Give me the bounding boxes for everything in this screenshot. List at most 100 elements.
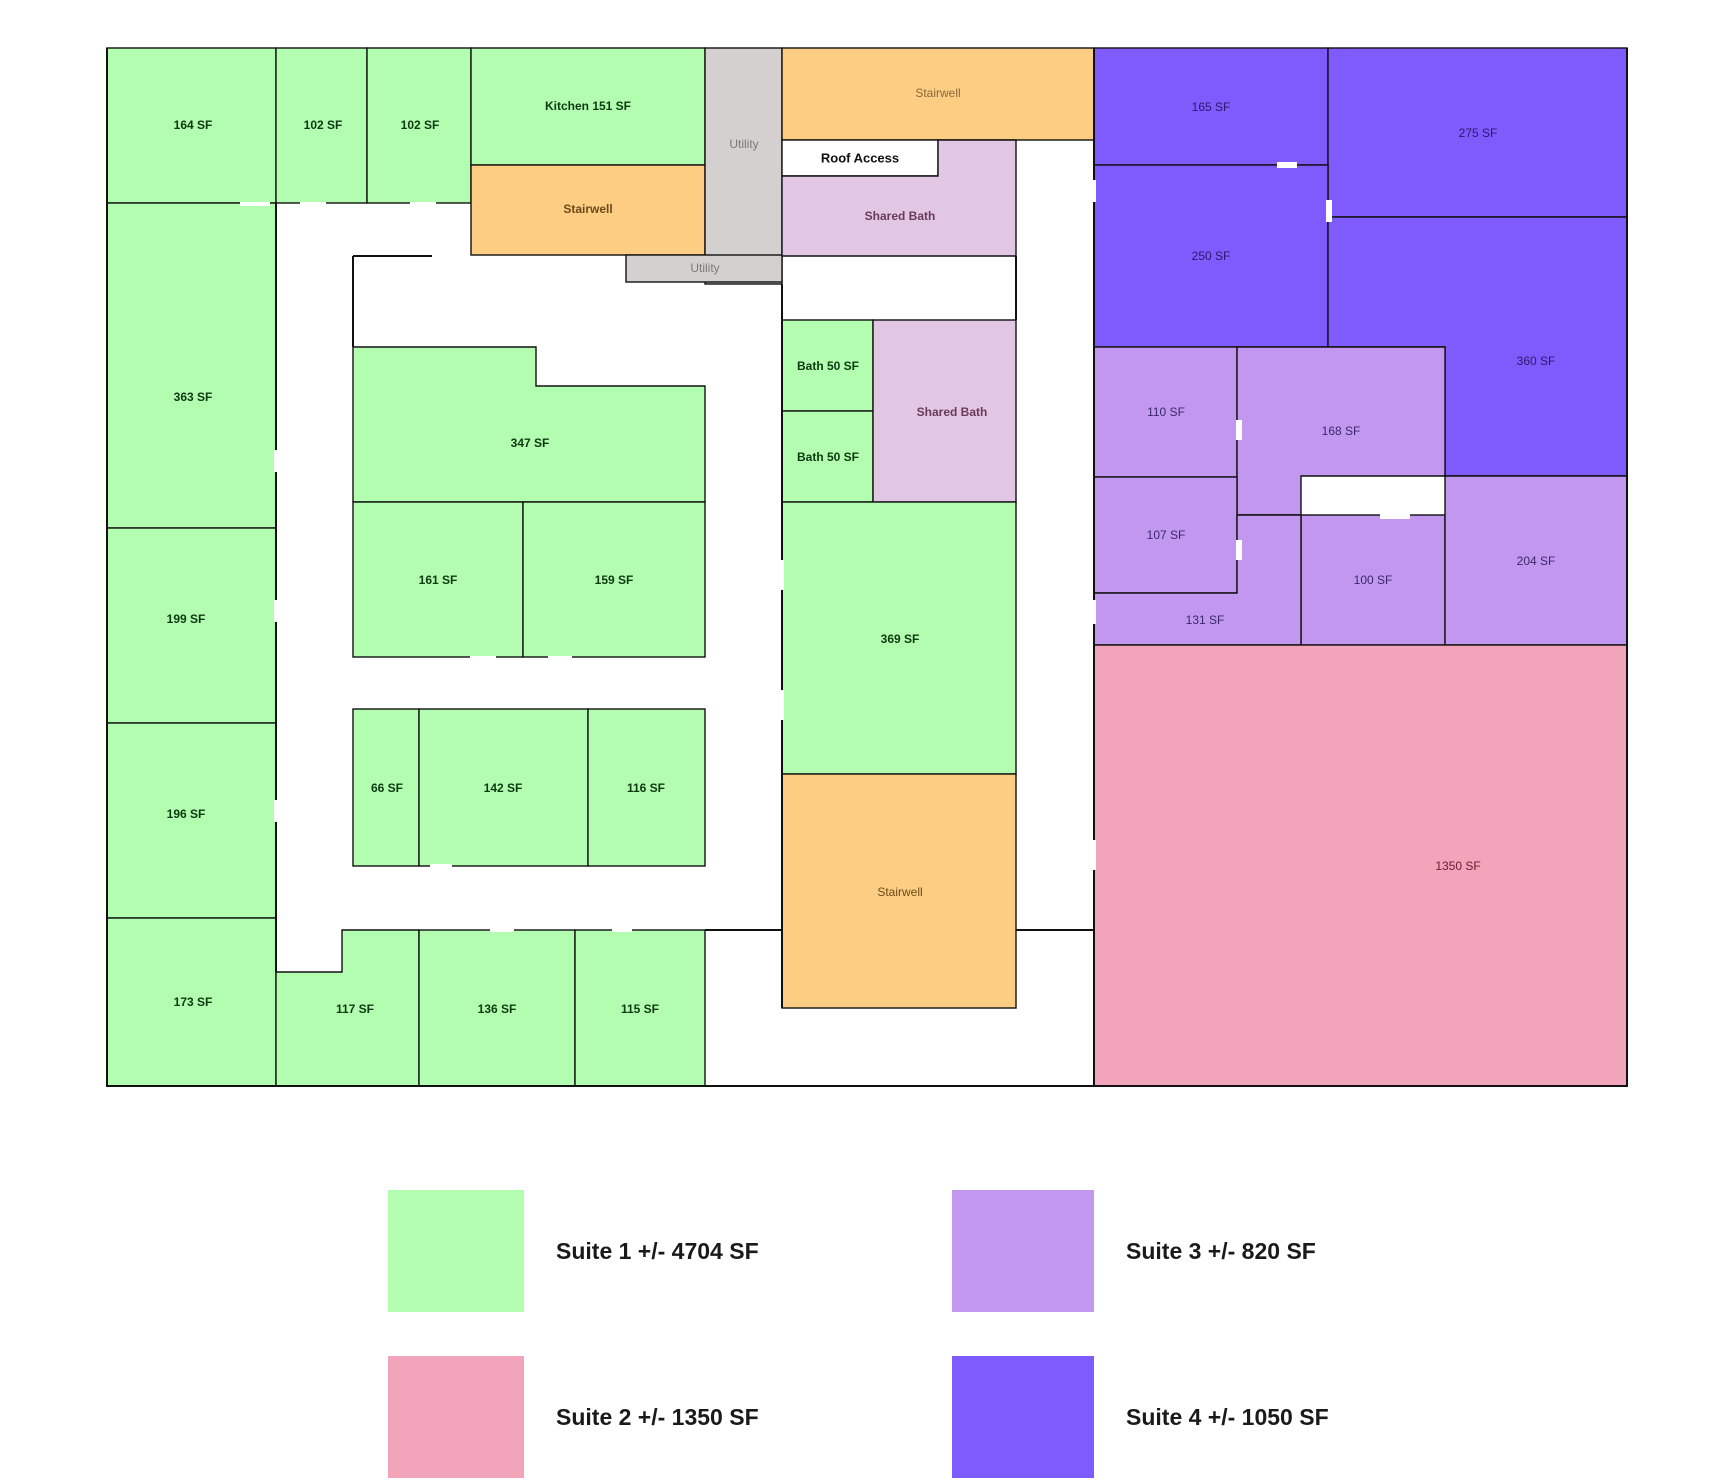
room-shape <box>625 254 783 283</box>
room-shape <box>106 917 277 1087</box>
legend-label-suite-4: Suite 4 +/- 1050 SF <box>1126 1403 1329 1430</box>
room-159-sf: 159 SF <box>522 501 706 658</box>
door-opening <box>240 202 270 206</box>
room-shape <box>1093 164 1329 348</box>
room-shape <box>781 319 874 412</box>
room-label: 102 SF <box>401 118 440 132</box>
room-shape <box>522 501 706 658</box>
room-label: 142 SF <box>484 781 523 795</box>
room-shape <box>872 319 1017 503</box>
room-110-sf: 110 SF <box>1093 346 1238 478</box>
room-label: 131 SF <box>1186 613 1225 627</box>
room-label: 165 SF <box>1192 100 1231 114</box>
room-shared-bath: Shared Bath <box>781 139 1017 257</box>
room-164-sf: 164 SF <box>106 47 277 204</box>
room-label: Kitchen 151 SF <box>545 99 631 113</box>
room-label: Utility <box>690 261 719 275</box>
door-opening <box>1092 180 1096 202</box>
room-369-sf: 369 SF <box>781 501 1017 775</box>
legend-label-suite-3: Suite 3 +/- 820 SF <box>1126 1237 1316 1264</box>
legend-swatch-suite-3 <box>952 1190 1094 1312</box>
room-363-sf: 363 SF <box>106 202 277 529</box>
room-shape <box>106 202 277 529</box>
room-label: 347 SF <box>511 436 550 450</box>
room-shape <box>352 708 420 867</box>
room-label: 66 SF <box>371 781 403 795</box>
room-label: 1350 SF <box>1435 859 1480 873</box>
door-opening <box>300 202 326 206</box>
room-label: 117 SF <box>336 1002 374 1016</box>
room-1350-sf: 1350 SF <box>1093 644 1628 1087</box>
room-label: 161 SF <box>419 573 458 587</box>
legend-label-suite-2: Suite 2 +/- 1350 SF <box>556 1403 759 1430</box>
room-label: Stairwell <box>877 885 922 899</box>
room-label: 110 SF <box>1147 405 1185 419</box>
room-label: 100 SF <box>1354 573 1393 587</box>
door-opening <box>612 928 632 932</box>
room-100-sf: 100 SF <box>1300 514 1446 646</box>
door-opening <box>274 600 278 622</box>
room-label: 115 SF <box>621 1002 659 1016</box>
room-utility: Utility <box>625 254 783 283</box>
room-label: Stairwell <box>915 86 960 100</box>
door-opening <box>1380 513 1410 519</box>
room-196-sf: 196 SF <box>106 722 277 919</box>
door-opening <box>1236 420 1242 440</box>
room-utility: Utility <box>704 47 783 285</box>
room-label: 116 SF <box>627 781 665 795</box>
door-opening <box>780 560 784 590</box>
room-label: Stairwell <box>563 202 612 216</box>
room-shape <box>574 929 706 1087</box>
room-label: 196 SF <box>167 807 206 821</box>
room-stairwell: Stairwell <box>470 164 706 256</box>
room-shape <box>1093 346 1238 478</box>
door-opening <box>1277 162 1297 168</box>
room-label: 369 SF <box>881 632 920 646</box>
room-142-sf: 142 SF <box>418 708 589 867</box>
room-label: 199 SF <box>167 612 206 626</box>
room-204-sf: 204 SF <box>1444 475 1628 646</box>
legend-item-suite-3: Suite 3 +/- 820 SF <box>952 1190 1316 1312</box>
room-kitchen-151-sf: Kitchen 151 SF <box>470 47 706 166</box>
room-107-sf: 107 SF <box>1093 476 1238 594</box>
door-opening <box>1092 600 1096 624</box>
door-opening <box>1326 200 1332 222</box>
room-116-sf: 116 SF <box>587 708 706 867</box>
room-199-sf: 199 SF <box>106 527 277 724</box>
room-stairwell: Stairwell <box>781 47 1095 141</box>
room-117-sf: 117 SF <box>275 929 420 1087</box>
legend-item-suite-4: Suite 4 +/- 1050 SF <box>952 1356 1329 1478</box>
door-opening <box>1236 540 1242 560</box>
room-label: Shared Bath <box>917 405 988 419</box>
room-shape <box>1093 47 1329 166</box>
room-shape <box>470 47 706 166</box>
room-66-sf: 66 SF <box>352 708 420 867</box>
door-opening <box>1092 840 1096 870</box>
room-250-sf: 250 SF <box>1093 164 1329 348</box>
room-label: 275 SF <box>1459 126 1498 140</box>
door-opening <box>274 800 278 822</box>
room-label: 136 SF <box>478 1002 517 1016</box>
door-opening <box>430 864 452 868</box>
legend-label-suite-1: Suite 1 +/- 4704 SF <box>556 1237 759 1264</box>
legend-swatch-suite-2 <box>388 1356 524 1478</box>
room-shape <box>781 139 939 177</box>
room-shape <box>106 722 277 919</box>
room-shape <box>781 47 1095 141</box>
room-161-sf: 161 SF <box>352 501 524 658</box>
room-shape <box>275 47 368 204</box>
room-label: 204 SF <box>1517 554 1556 568</box>
door-opening <box>410 202 436 206</box>
room-label: Bath 50 SF <box>797 450 859 464</box>
room-label: 159 SF <box>595 573 634 587</box>
room-label: Roof Access <box>821 150 899 165</box>
room-shape <box>366 47 472 204</box>
room-label: Utility <box>729 137 758 151</box>
door-opening <box>470 656 496 660</box>
room-shape <box>587 708 706 867</box>
door-opening <box>548 656 572 660</box>
room-shape <box>418 708 589 867</box>
room-label: 173 SF <box>174 995 213 1009</box>
room-shape <box>704 47 783 285</box>
